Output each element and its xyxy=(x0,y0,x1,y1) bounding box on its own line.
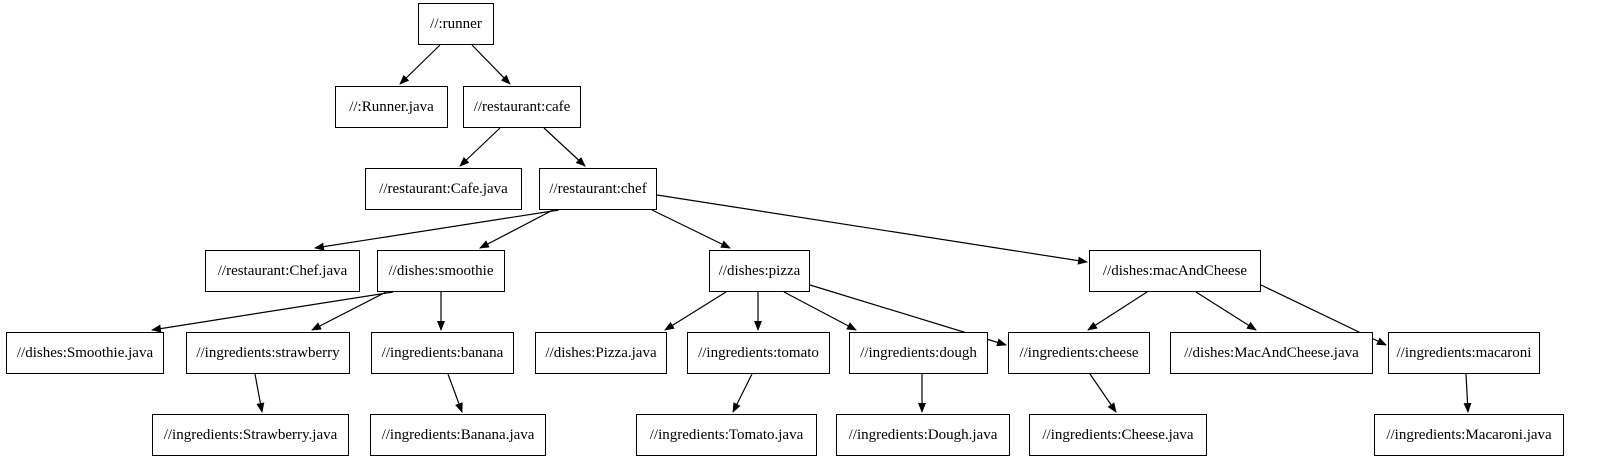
graph-node-label: //dishes:macAndCheese xyxy=(1102,262,1248,279)
graph-node-tomato_java[interactable]: //ingredients:Tomato.java xyxy=(636,414,817,456)
graph-node-label: //dishes:MacAndCheese.java xyxy=(1184,344,1359,361)
graph-edge xyxy=(1089,373,1117,413)
graph-node-ing_cheese[interactable]: //ingredients:cheese xyxy=(1008,332,1150,374)
graph-edge xyxy=(1463,373,1472,413)
graph-node-dough_java[interactable]: //ingredients:Dough.java xyxy=(836,414,1010,456)
graph-node-label: //ingredients:Cheese.java xyxy=(1042,426,1194,443)
graph-node-restaurant_chef[interactable]: //restaurant:chef xyxy=(539,168,657,210)
graph-edge xyxy=(399,44,441,85)
graph-node-macaroni_java[interactable]: //ingredients:Macaroni.java xyxy=(1374,414,1564,456)
graph-node-restaurant_cafe[interactable]: //restaurant:cafe xyxy=(463,86,581,128)
graph-node-dishes_macandcheese[interactable]: //dishes:macAndCheese xyxy=(1089,250,1261,292)
graph-node-label: //ingredients:cheese xyxy=(1019,344,1139,361)
graph-edge xyxy=(732,373,753,413)
graph-node-smoothie_java[interactable]: //dishes:Smoothie.java xyxy=(6,332,164,374)
graph-node-macandcheese_java[interactable]: //dishes:MacAndCheese.java xyxy=(1170,332,1373,374)
graph-node-label: //ingredients:macaroni xyxy=(1396,344,1532,361)
graph-node-label: //ingredients:Tomato.java xyxy=(649,426,804,443)
graph-edge xyxy=(459,127,501,167)
graph-node-label: //restaurant:Chef.java xyxy=(217,262,348,279)
graph-edge xyxy=(314,209,560,251)
graph-node-ing_dough[interactable]: //ingredients:dough xyxy=(849,332,988,374)
graph-node-ing_tomato[interactable]: //ingredients:tomato xyxy=(687,332,830,374)
graph-node-ing_macaroni[interactable]: //ingredients:macaroni xyxy=(1388,332,1540,374)
graph-node-label: //ingredients:Macaroni.java xyxy=(1386,426,1552,443)
graph-edge xyxy=(447,373,463,413)
graph-edge xyxy=(1195,291,1257,331)
graph-node-label: //dishes:pizza xyxy=(718,262,801,279)
graph-node-label: //restaurant:cafe xyxy=(473,98,571,115)
graph-node-label: //ingredients:Banana.java xyxy=(381,426,535,443)
graph-edge xyxy=(783,291,857,331)
graph-node-chef_java[interactable]: //restaurant:Chef.java xyxy=(205,250,360,292)
graph-node-label: //:Runner.java xyxy=(349,98,434,115)
graph-node-label: //ingredients:banana xyxy=(381,344,504,361)
graph-edge xyxy=(664,291,727,331)
graph-edge xyxy=(1087,291,1148,331)
graph-node-label: //restaurant:Cafe.java xyxy=(379,180,508,197)
graph-node-label: //ingredients:Strawberry.java xyxy=(163,426,338,443)
graph-node-dishes_pizza[interactable]: //dishes:pizza xyxy=(709,250,810,292)
graph-node-label: //ingredients:strawberry xyxy=(196,344,340,361)
graph-edge xyxy=(543,127,586,167)
graph-node-label: //dishes:Smoothie.java xyxy=(16,344,154,361)
graph-edge xyxy=(254,373,265,413)
graph-edge xyxy=(311,291,387,331)
graph-node-cafe_java[interactable]: //restaurant:Cafe.java xyxy=(365,168,522,210)
graph-node-pizza_java[interactable]: //dishes:Pizza.java xyxy=(535,332,667,374)
graph-node-strawberry_java[interactable]: //ingredients:Strawberry.java xyxy=(152,414,349,456)
graph-node-label: //restaurant:chef xyxy=(549,180,647,197)
graph-edge xyxy=(471,44,511,85)
graph-node-dishes_smoothie[interactable]: //dishes:smoothie xyxy=(377,250,505,292)
graph-edge xyxy=(651,209,731,249)
graph-node-label: //:runner xyxy=(430,15,482,32)
graph-node-runner_java[interactable]: //:Runner.java xyxy=(335,86,448,128)
graph-edge xyxy=(479,209,554,249)
graph-node-runner[interactable]: //:runner xyxy=(418,3,494,45)
graph-node-label: //ingredients:dough xyxy=(860,344,977,361)
graph-edge xyxy=(151,291,394,333)
graph-node-banana_java[interactable]: //ingredients:Banana.java xyxy=(370,414,546,456)
graph-node-label: //dishes:Pizza.java xyxy=(545,344,657,361)
graph-node-ing_banana[interactable]: //ingredients:banana xyxy=(371,332,514,374)
graph-node-ing_strawberry[interactable]: //ingredients:strawberry xyxy=(186,332,350,374)
graph-node-cheese_java[interactable]: //ingredients:Cheese.java xyxy=(1029,414,1207,456)
graph-node-label: //ingredients:tomato xyxy=(698,344,819,361)
graph-node-label: //dishes:smoothie xyxy=(388,262,494,279)
graph-node-label: //ingredients:Dough.java xyxy=(848,426,998,443)
